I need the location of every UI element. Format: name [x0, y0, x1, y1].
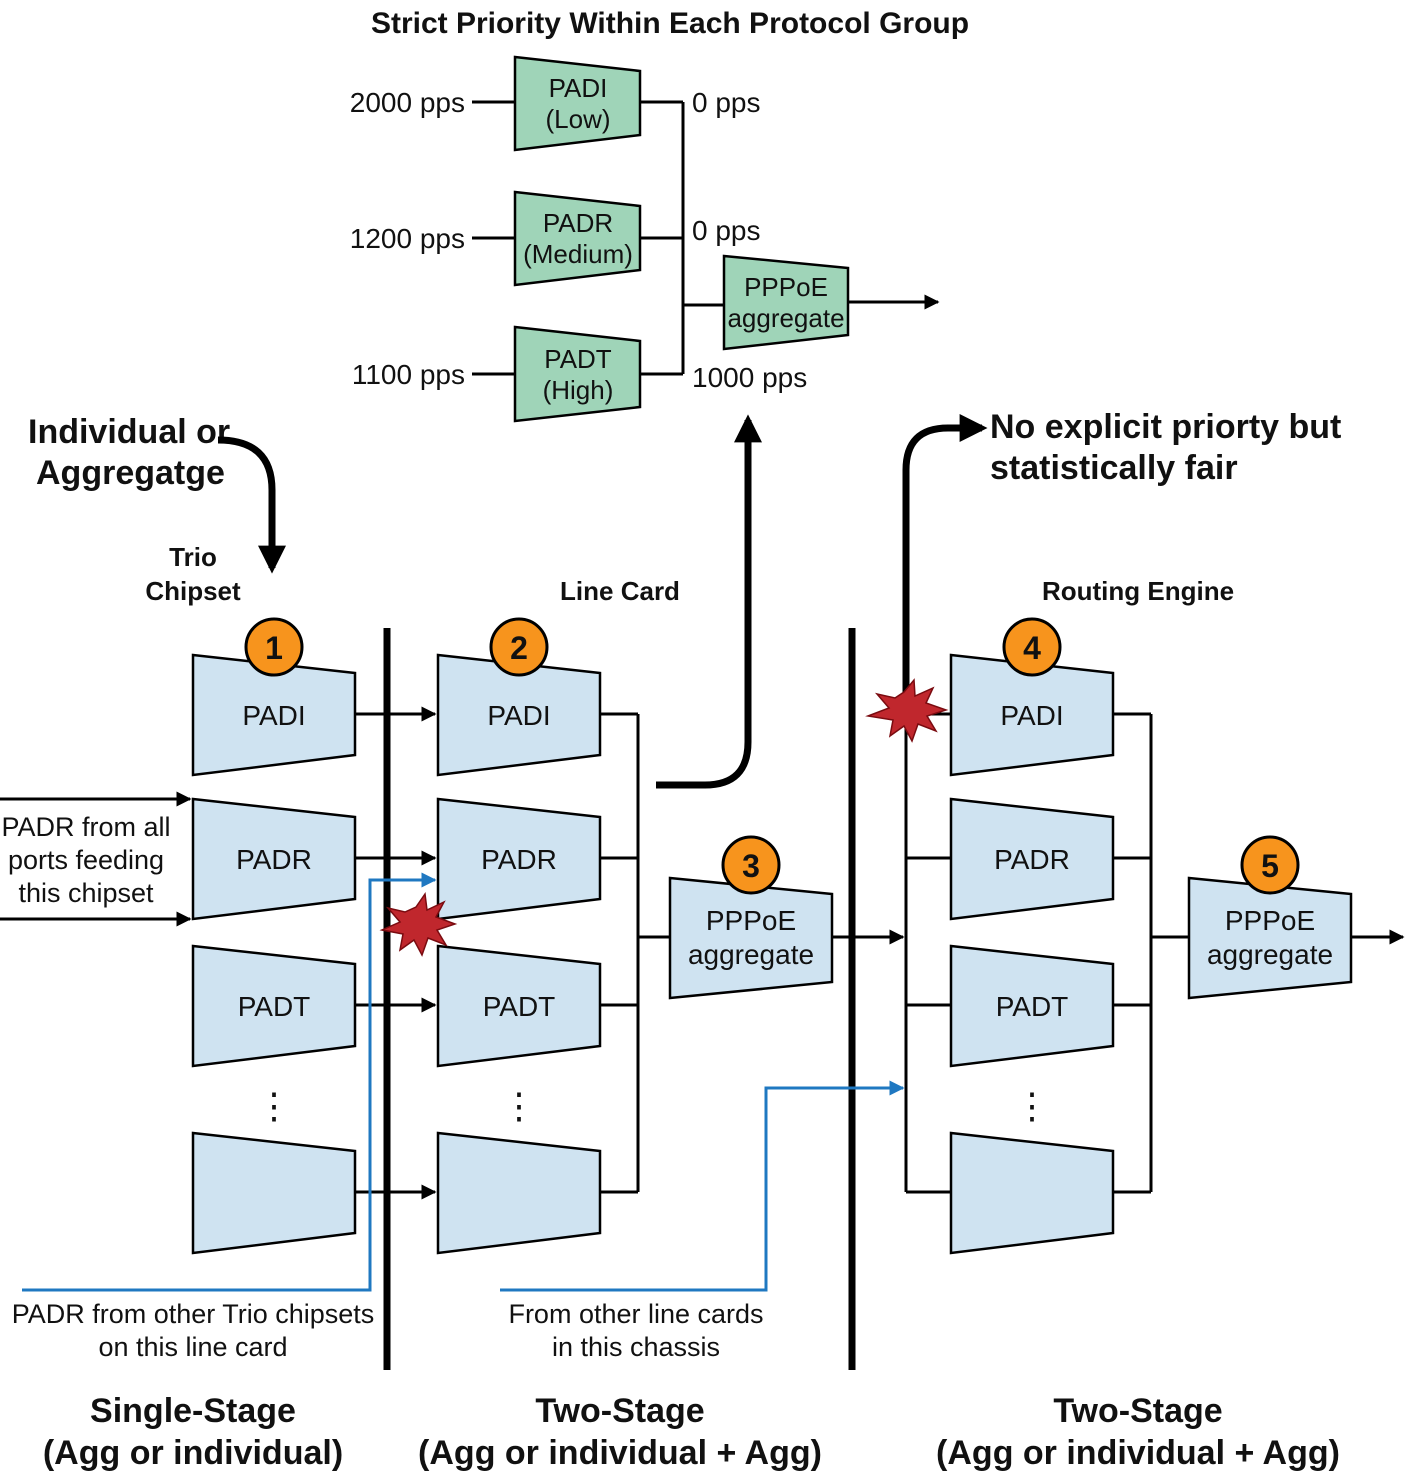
badge-2: 2 — [489, 617, 549, 677]
trio-policer-padt-label: PADT — [238, 991, 311, 1022]
input-rate-padr: 1200 pps — [350, 223, 465, 254]
stage1-to-stage2-arrows — [355, 706, 437, 1200]
trio-policer-padr: PADR — [191, 797, 357, 921]
output-rate-padi: 0 pps — [692, 87, 761, 118]
stage-2-subtitle: (Agg or individual + Agg) — [418, 1434, 822, 1472]
badge-1: 1 — [244, 617, 304, 677]
linecard-aggregate-l1: PPPoE — [706, 905, 796, 936]
top-queue-padt: PADT (High) — [513, 325, 642, 423]
other-cards-note-l2: in this chassis — [552, 1332, 720, 1362]
top-queue-padr: PADR (Medium) — [513, 190, 642, 287]
trio-header-l1: Trio — [169, 542, 217, 572]
badge-4-number: 4 — [1023, 630, 1041, 666]
linecard-aggregate-l2: aggregate — [688, 939, 814, 970]
routing-engine-header: Routing Engine — [1042, 576, 1234, 606]
top-input-lines — [472, 100, 724, 376]
drop-burst-linecard — [379, 891, 458, 957]
trio-header-l2: Chipset — [145, 576, 241, 606]
top-queue-padi-priority: (Low) — [545, 104, 610, 134]
top-pppoe-aggregate: PPPoE aggregate — [722, 254, 850, 351]
stage-1-subtitle: (Agg or individual) — [43, 1434, 343, 1472]
trio-policer-padt: PADT — [191, 944, 357, 1068]
re-policer-padr: PADR — [949, 797, 1115, 921]
individual-callout-arrow — [217, 436, 286, 574]
re-policer-other — [949, 1131, 1115, 1255]
drop-burst-routing-engine — [865, 678, 949, 743]
badge-2-number: 2 — [510, 630, 528, 666]
re-pppoe-aggregate: PPPoE aggregate — [1187, 876, 1353, 1000]
re-aggregate-l2: aggregate — [1207, 939, 1333, 970]
individual-callout-l1: Individual or — [28, 413, 230, 451]
stage-2-title: Two-Stage — [535, 1392, 704, 1430]
fair-callout-l1: No explicit priorty but — [990, 408, 1341, 446]
re-policer-padi-label: PADI — [1000, 700, 1063, 731]
badge-1-number: 1 — [265, 630, 283, 666]
top-queue-padr-name: PADR — [543, 208, 613, 238]
top-title: Strict Priority Within Each Protocol Gro… — [371, 7, 969, 40]
linecard-policer-padt: PADT — [436, 944, 602, 1068]
linecard-to-top-arrow — [656, 414, 762, 789]
top-queue-padt-priority: (High) — [543, 375, 614, 405]
stage-3-subtitle: (Agg or individual + Agg) — [936, 1434, 1340, 1472]
top-queue-padi: PADI (Low) — [513, 55, 642, 152]
trio-policer-padi-label: PADI — [242, 700, 305, 731]
re-policer-padi: PADI — [949, 653, 1115, 777]
other-trio-flow — [22, 872, 437, 1292]
fair-callout-arrow — [902, 414, 988, 712]
stage-1-title: Single-Stage — [90, 1392, 296, 1430]
input-rate-padi: 2000 pps — [350, 87, 465, 118]
badge-5: 5 — [1240, 835, 1300, 895]
linecard-header: Line Card — [560, 576, 680, 606]
linecard-pppoe-aggregate: PPPoE aggregate — [668, 876, 834, 1000]
top-queue-padi-name: PADI — [549, 73, 608, 103]
trio-ellipsis: ⋮ — [256, 1085, 292, 1126]
badge-5-number: 5 — [1261, 848, 1279, 884]
badge-3: 3 — [721, 835, 781, 895]
linecard-bus — [600, 712, 670, 1194]
top-aggregate-l1: PPPoE — [744, 272, 828, 302]
padr-all-note-l3: this chipset — [18, 878, 154, 908]
output-rate-padt: 1000 pps — [692, 362, 807, 393]
input-rate-padt: 1100 pps — [352, 359, 465, 390]
top-queue-padt-name: PADT — [544, 344, 612, 374]
padr-all-note-l1: PADR from all — [1, 812, 170, 842]
re-policer-padt-label: PADT — [996, 991, 1069, 1022]
individual-callout-l2: Aggregatge — [36, 454, 225, 492]
linecard-policer-other — [436, 1131, 602, 1255]
badge-3-number: 3 — [742, 848, 760, 884]
trio-policer-padi: PADI — [191, 653, 357, 777]
linecard-policer-padi-label: PADI — [487, 700, 550, 731]
other-trio-note-l2: on this line card — [98, 1332, 287, 1362]
top-queue-padr-priority: (Medium) — [523, 239, 633, 269]
other-cards-note-l1: From other line cards — [508, 1299, 763, 1329]
trio-policer-other — [191, 1131, 357, 1255]
padr-all-note-l2: ports feeding — [8, 845, 164, 875]
linecard-policer-padi: PADI — [436, 653, 602, 777]
re-policer-padr-label: PADR — [994, 844, 1070, 875]
linecard-policer-padr: PADR — [436, 797, 602, 921]
stage-3-title: Two-Stage — [1053, 1392, 1222, 1430]
other-trio-note-l1: PADR from other Trio chipsets — [12, 1299, 375, 1329]
re-ellipsis: ⋮ — [1014, 1085, 1050, 1126]
trio-policer-padr-label: PADR — [236, 844, 312, 875]
linecard-ellipsis: ⋮ — [501, 1085, 537, 1126]
re-policer-padt: PADT — [949, 944, 1115, 1068]
other-linecards-flow — [500, 1080, 905, 1292]
output-rate-padr: 0 pps — [692, 215, 761, 246]
linecard-policer-padr-label: PADR — [481, 844, 557, 875]
re-input-bus — [904, 712, 951, 1194]
linecard-policer-padt-label: PADT — [483, 991, 556, 1022]
top-aggregate-l2: aggregate — [727, 303, 844, 333]
re-output-bus — [1113, 712, 1189, 1194]
fair-callout-l2: statistically fair — [990, 449, 1238, 487]
badge-4: 4 — [1002, 617, 1062, 677]
re-aggregate-l1: PPPoE — [1225, 905, 1315, 936]
